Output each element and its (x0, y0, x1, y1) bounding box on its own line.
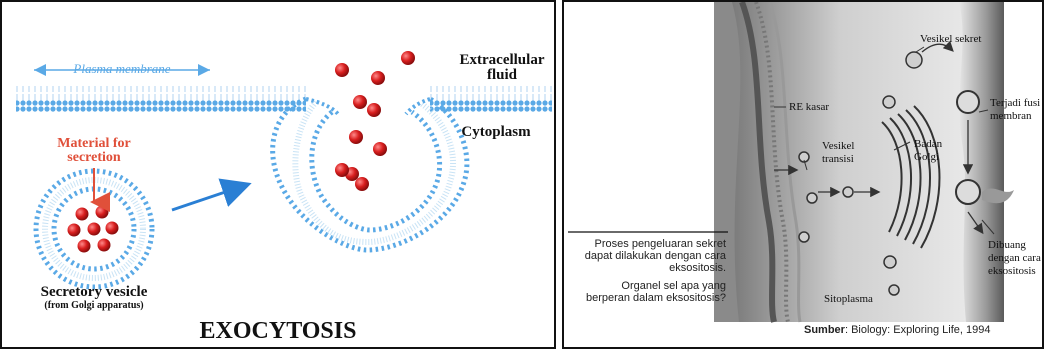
extracellular-label-line2: fluid (487, 67, 518, 83)
re-kasar-label: RE kasar (789, 101, 829, 113)
fusing-vesicle (273, 99, 467, 250)
dibuang-label-line2: dengan cara (988, 252, 1041, 264)
extracellular-label-line1: Extracellular (460, 52, 545, 68)
movement-arrow (172, 185, 246, 210)
badan-golgi-label-line1: Badan (914, 138, 943, 150)
vesicle-label: Secretory vesicle (41, 284, 148, 300)
cargo-particles-vesicle (68, 206, 119, 253)
exocytosis-illustration: Plasma membrane (2, 2, 556, 349)
caption-block: Proses pengeluaran sekret dapat dilakuka… (568, 238, 726, 304)
caption-line1: Proses pengeluaran sekret (568, 238, 726, 250)
diagram-title: EXOCYTOSIS (200, 318, 357, 344)
caption-line2: dapat dilakukan dengan cara (568, 250, 726, 262)
source-credit: Sumber: Biology: Exploring Life, 1994 (804, 324, 1024, 336)
textbook-panel: Vesikel sekret Terjadi fusi membran RE k… (562, 0, 1044, 349)
released-secretion (982, 188, 1014, 203)
membrane-right-segment (430, 86, 552, 112)
dibuang-label-line1: Dibuang (988, 239, 1026, 251)
question-line2: berperan dalam eksositosis? (568, 292, 726, 304)
material-label-line2: secretion (67, 150, 121, 165)
question-line1: Organel sel apa yang (568, 280, 726, 292)
source-label: Sumber (804, 324, 845, 336)
cargo-particles-released (335, 51, 415, 191)
badan-golgi-label-line2: Golgi (914, 151, 939, 163)
vesikel-transisi-label-line1: Vesikel (822, 140, 854, 152)
vesikel-sekret-label: Vesikel sekret (920, 33, 981, 45)
terjadi-fusi-label-line2: membran (990, 110, 1032, 122)
plasma-membrane-label: Plasma membrane (72, 61, 170, 76)
material-label-line1: Material for (57, 136, 130, 151)
caption-line3: eksositosis. (568, 262, 726, 274)
membrane-left-segment (16, 86, 306, 112)
exocytosis-panel: Plasma membrane (0, 0, 556, 349)
terjadi-fusi-label-line1: Terjadi fusi (990, 97, 1040, 109)
fusing-vesicle (957, 91, 979, 113)
vesicle-sublabel: (from Golgi apparatus) (44, 300, 143, 311)
cytoplasm-label: Cytoplasm (461, 124, 531, 140)
vesikel-transisi-label-line2: transisi (822, 153, 854, 165)
sitoplasma-label: Sitoplasma (824, 293, 873, 305)
dibuang-label-line3: eksositosis (988, 265, 1036, 277)
source-text: : Biology: Exploring Life, 1994 (845, 324, 991, 336)
releasing-vesicle (956, 180, 980, 204)
